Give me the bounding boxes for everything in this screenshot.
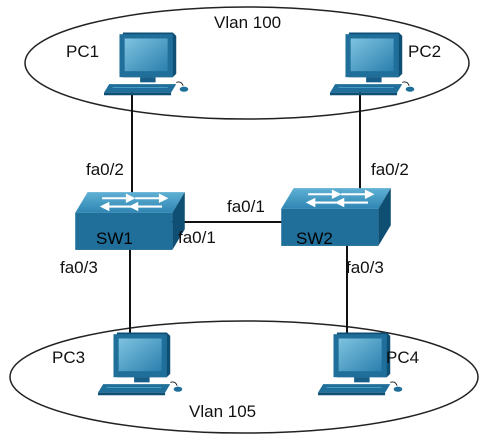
vlan-top-label: Vlan 100 bbox=[214, 13, 281, 32]
port-label-sw2-trunk: fa0/1 bbox=[227, 197, 265, 216]
port-label-sw1-trunk: fa0/1 bbox=[178, 228, 216, 247]
pc4-label: PC4 bbox=[386, 348, 419, 367]
sw2-label: SW2 bbox=[296, 229, 333, 248]
port-label-pc2-sw2: fa0/2 bbox=[371, 160, 409, 179]
vlan-bottom-label: Vlan 105 bbox=[189, 402, 256, 421]
pc1-label: PC1 bbox=[66, 42, 99, 61]
port-label-sw2-pc4: fa0/3 bbox=[346, 258, 384, 277]
pc2-label: PC2 bbox=[408, 42, 441, 61]
port-label-pc1-sw1: fa0/2 bbox=[86, 160, 124, 179]
links bbox=[129, 88, 361, 340]
sw1-label: SW1 bbox=[96, 229, 133, 248]
pc3-label: PC3 bbox=[52, 348, 85, 367]
port-label-sw1-pc3: fa0/3 bbox=[60, 258, 98, 277]
